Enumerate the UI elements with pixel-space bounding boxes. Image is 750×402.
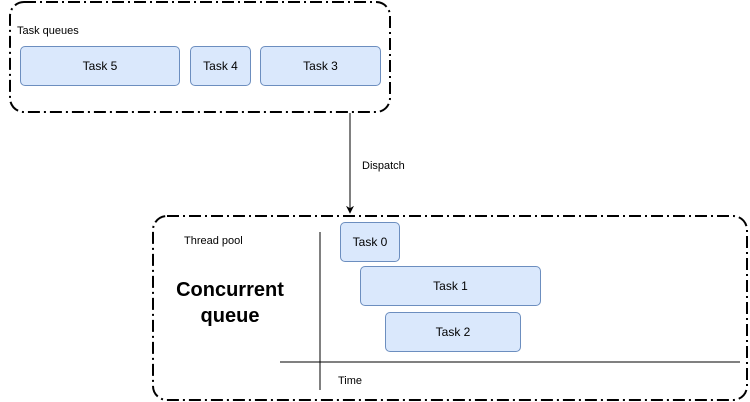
task-4-box: Task 4 — [190, 46, 251, 86]
concurrent-title-line-2: queue — [200, 305, 260, 327]
task-1-box: Task 1 — [360, 266, 541, 306]
concurrent-title-line-1: Concurrent — [176, 279, 284, 301]
time-label: Time — [338, 375, 363, 387]
dispatch-label: Dispatch — [362, 160, 405, 172]
task-0-box: Task 0 — [340, 222, 400, 262]
thread-pool-label: Thread pool — [184, 235, 243, 247]
task-queues-container — [9, 1, 391, 113]
task-2-box: Task 2 — [385, 312, 521, 352]
task-queues-label: Task queues — [17, 25, 79, 37]
concurrent-queue-container — [152, 215, 748, 401]
task-5-box: Task 5 — [20, 46, 180, 86]
task-3-box: Task 3 — [260, 46, 381, 86]
concurrent-queue-title: Concurrent queue — [165, 277, 295, 329]
